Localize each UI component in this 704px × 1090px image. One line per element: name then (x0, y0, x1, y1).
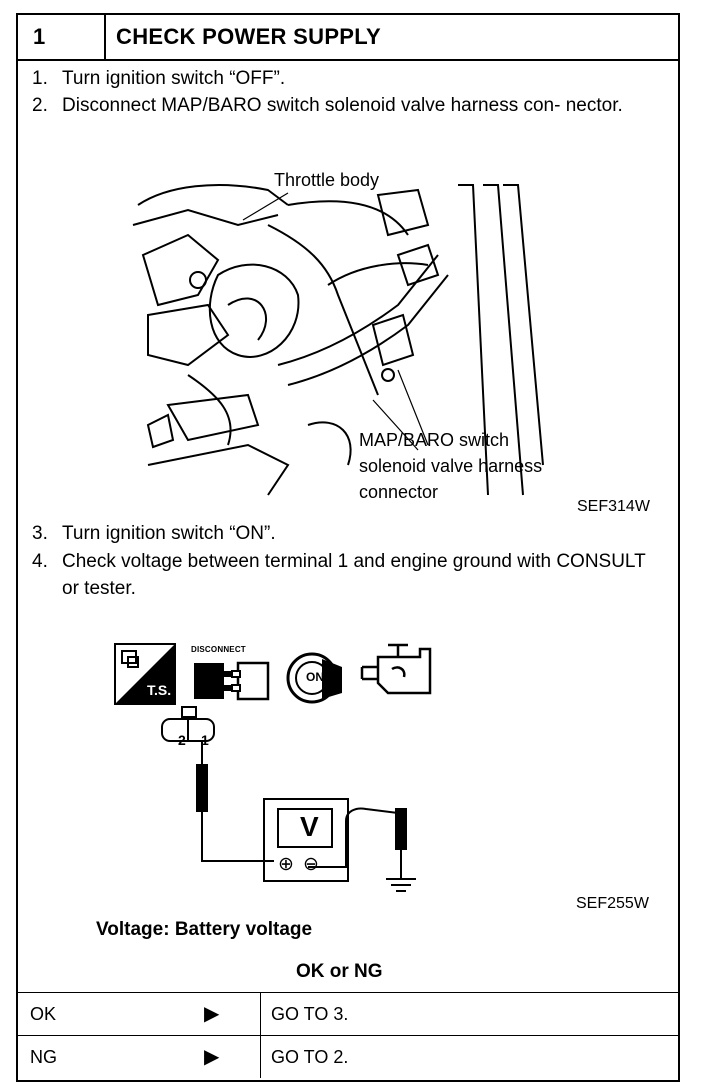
decision-title: OK or NG (296, 961, 383, 982)
voltage-spec: Voltage: Battery voltage (96, 919, 313, 940)
figure-code-1: SEF314W (577, 498, 650, 515)
step-text: Turn ignition switch “ON”. (62, 523, 276, 544)
disconnect-icon (194, 661, 270, 701)
step-number: 1 (18, 15, 106, 59)
procedure-sheet: 1 CHECK POWER SUPPLY 1. Turn ignition sw… (16, 13, 680, 1082)
action-go-to-3: GO TO 3. (260, 993, 679, 1035)
figure-code-2: SEF255W (576, 895, 649, 912)
step-title: CHECK POWER SUPPLY (116, 24, 381, 49)
pin-1-label: 1 (201, 732, 209, 748)
step-text: Disconnect MAP/BARO switch solenoid valv… (62, 95, 623, 116)
step-text: Turn ignition switch “OFF”. (62, 68, 286, 89)
on-label: ON (306, 670, 324, 684)
right-arrow-icon: ▶ (204, 1003, 220, 1025)
valve-label-line-1: MAP/BARO switch (359, 430, 510, 450)
engine-icon (360, 643, 432, 695)
throttle-body-label: Throttle body (274, 170, 380, 190)
step-index: 3. (32, 523, 48, 544)
voltage-test-circuit (161, 706, 416, 892)
decision-row-ok: OK ▶ GO TO 3. (18, 992, 678, 1035)
step-index: 2. (32, 95, 48, 116)
valve-label-line-3: connector (359, 482, 439, 502)
engine-bay-illustration (132, 184, 544, 496)
decision-row-ng: NG ▶ GO TO 2. (18, 1035, 678, 1078)
step-header: 1 CHECK POWER SUPPLY (18, 15, 678, 61)
voltmeter-label: V (300, 811, 319, 842)
result-ok: OK (30, 1004, 57, 1024)
right-arrow-icon: ▶ (204, 1046, 220, 1068)
valve-label-line-2: solenoid valve harness (359, 456, 543, 476)
step-text: Check voltage between terminal 1 and eng… (62, 551, 646, 599)
action-go-to-2: GO TO 2. (260, 1036, 679, 1078)
tester-icon (114, 643, 176, 705)
result-ng: NG (30, 1047, 57, 1067)
disconnect-label: DISCONNECT (191, 645, 246, 654)
pin-2-label: 2 (178, 732, 186, 748)
ts-label: T.S. (147, 682, 172, 698)
negative-terminal-icon: ⊖ (303, 854, 319, 875)
step-index: 4. (32, 551, 48, 572)
positive-terminal-icon: ⊕ (278, 854, 294, 875)
step-index: 1. (32, 68, 48, 89)
ignition-on-icon (286, 652, 342, 704)
